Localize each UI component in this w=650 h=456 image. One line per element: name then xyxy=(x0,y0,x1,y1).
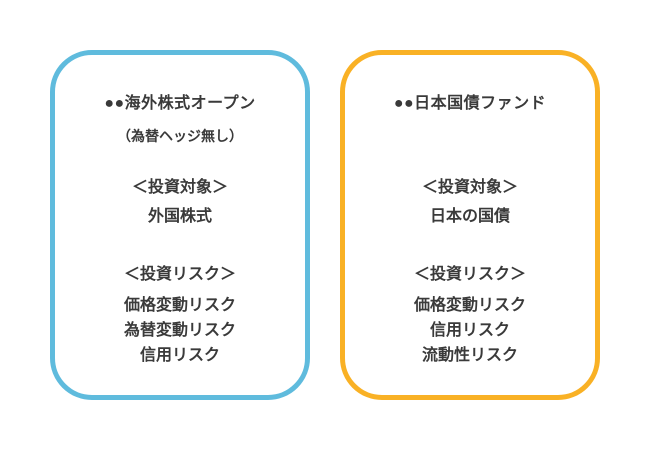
risk-list: 価格変動リスク 信用リスク 流動性リスク xyxy=(345,293,595,368)
investment-risk-section: ＜投資リスク＞ 価格変動リスク 為替変動リスク 信用リスク xyxy=(55,265,305,368)
investment-target-section: ＜投資対象＞ 日本の国債 xyxy=(345,178,595,228)
risk-item: 信用リスク xyxy=(429,322,510,339)
investment-risk-section: ＜投資リスク＞ 価格変動リスク 信用リスク 流動性リスク xyxy=(345,265,595,368)
risk-item: 流動性リスク xyxy=(421,347,518,364)
fund-title: ●●日本国債ファンド xyxy=(393,95,547,112)
card-title-block: ●●日本国債ファンド xyxy=(345,93,595,145)
risk-item: 価格変動リスク xyxy=(413,297,526,314)
investment-target-label: ＜投資対象＞ xyxy=(131,179,228,196)
risk-item: 価格変動リスク xyxy=(123,297,236,314)
investment-target-section: ＜投資対象＞ 外国株式 xyxy=(55,178,305,228)
investment-target-label: ＜投資対象＞ xyxy=(421,179,518,196)
fund-title: ●●海外株式オープン xyxy=(104,95,256,112)
risk-item: 為替変動リスク xyxy=(123,322,236,339)
investment-target-value: 外国株式 xyxy=(147,208,212,225)
investment-target-value: 日本の国債 xyxy=(429,208,510,225)
card-overseas-stock-fund: ●●海外株式オープン （為替ヘッジ無し） ＜投資対象＞ 外国株式 ＜投資リスク＞… xyxy=(50,50,310,400)
risk-list: 価格変動リスク 為替変動リスク 信用リスク xyxy=(55,293,305,368)
card-title-block: ●●海外株式オープン （為替ヘッジ無し） xyxy=(55,93,305,145)
investment-risk-label: ＜投資リスク＞ xyxy=(413,266,526,283)
card-japan-government-bond-fund: ●●日本国債ファンド ＜投資対象＞ 日本の国債 ＜投資リスク＞ 価格変動リスク … xyxy=(340,50,600,400)
investment-risk-label: ＜投資リスク＞ xyxy=(123,266,236,283)
risk-item: 信用リスク xyxy=(139,347,220,364)
fund-subtitle: （為替ヘッジ無し） xyxy=(117,128,243,144)
